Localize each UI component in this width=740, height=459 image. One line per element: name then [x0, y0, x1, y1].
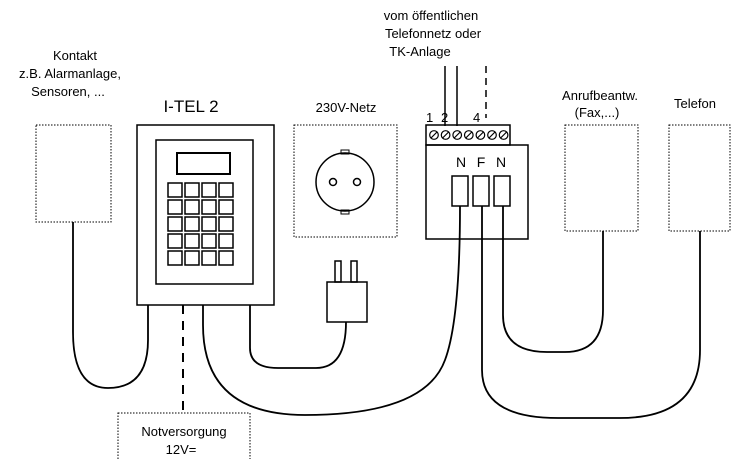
- itel2-device: I-TEL 2: [136, 97, 275, 306]
- terminal-screw-slot: [465, 131, 473, 139]
- outlet-hole-left: [328, 177, 338, 187]
- emergency-supply-label-line1: Notversorgung: [141, 424, 226, 439]
- cables: [72, 205, 701, 419]
- plug-pin-left: [334, 260, 342, 283]
- power-plug: [326, 260, 368, 323]
- contact-sensor: Kontakt z.B. Alarmanlage, Sensoren, ...: [19, 48, 121, 223]
- keypad-key: [218, 216, 234, 232]
- answering-machine-box: [564, 124, 639, 232]
- plug-body: [326, 281, 368, 323]
- keypad-key: [184, 250, 200, 266]
- terminal-screw: [429, 130, 439, 140]
- mains-label: 230V-Netz: [316, 100, 377, 115]
- contact-label-line1: Kontakt: [53, 48, 97, 63]
- device-display: [176, 152, 231, 175]
- terminal-screw: [440, 130, 451, 140]
- terminal-screw: [475, 130, 486, 140]
- emergency-supply: Notversorgung 12V=: [117, 412, 251, 459]
- outlet-face: [315, 152, 375, 212]
- keypad-key: [184, 199, 200, 215]
- contact-box: [35, 124, 112, 223]
- keypad-key: [201, 199, 217, 215]
- keypad-key: [184, 233, 200, 249]
- socket-label-n-left: N: [456, 154, 466, 170]
- outlet-earth-clip-top: [340, 149, 350, 155]
- keypad-key: [218, 199, 234, 215]
- telephone-box: [668, 124, 731, 232]
- keypad-key: [218, 233, 234, 249]
- terminal-screw-slot: [430, 131, 438, 139]
- keypad-key: [184, 216, 200, 232]
- network-label-line2: Telefonnetz oder: [385, 26, 482, 41]
- socket-label-f: F: [477, 154, 486, 170]
- keypad-key: [167, 250, 183, 266]
- cable-contact-to-itel: [72, 222, 149, 389]
- emergency-supply-box: [117, 412, 251, 459]
- mains-outlet-plate: [293, 124, 398, 238]
- mains-socket: 230V-Netz: [293, 100, 398, 238]
- terminal-screw: [487, 130, 497, 140]
- keypad-key: [167, 199, 183, 215]
- outlet-earth-clip-bottom: [340, 209, 350, 215]
- keypad-key: [201, 233, 217, 249]
- answering-machine: Anrufbeantw. (Fax,...): [562, 88, 639, 232]
- contact-label-line3: Sensoren, ...: [31, 84, 105, 99]
- keypad-key: [201, 182, 217, 198]
- outlet-hole-right: [352, 177, 362, 187]
- terminal-number-2: 2: [441, 110, 448, 125]
- answering-machine-label-line2: (Fax,...): [575, 105, 620, 120]
- cable-tae-f-to-telephone: [481, 206, 701, 419]
- socket-label-n-right: N: [496, 154, 506, 170]
- keypad-key: [218, 250, 234, 266]
- terminal-screw-slot: [442, 131, 450, 139]
- device-housing: [136, 124, 275, 306]
- keypad-key: [167, 216, 183, 232]
- keypad-key: [218, 182, 234, 198]
- terminal-screw-slot: [488, 131, 496, 139]
- terminal-screw-slot: [476, 131, 484, 139]
- keypad-key: [201, 250, 217, 266]
- keypad-key: [167, 233, 183, 249]
- terminal-screws: [429, 130, 509, 140]
- tae-plug-n-left: [451, 175, 469, 207]
- answering-machine-label-line1: Anrufbeantw.: [562, 88, 638, 103]
- plug-pin-right: [350, 260, 358, 283]
- terminal-number-1: 1: [426, 110, 433, 125]
- terminal-number-4: 4: [473, 110, 480, 125]
- keypad-key: [201, 216, 217, 232]
- device-title: I-TEL 2: [163, 97, 218, 116]
- cable-itel-to-plug: [249, 305, 347, 369]
- device-keypad: [167, 182, 234, 266]
- terminal-screw-slot: [500, 131, 508, 139]
- tae-plug-f: [472, 175, 490, 207]
- terminal-screw-slot: [453, 131, 461, 139]
- tae-socket-block: [425, 144, 529, 240]
- cable-tae-n-to-answering-machine: [502, 206, 604, 353]
- telephone: Telefon: [668, 96, 731, 232]
- tae-plug-n-right: [493, 175, 511, 207]
- telephone-label: Telefon: [674, 96, 716, 111]
- terminal-screw: [452, 130, 463, 140]
- emergency-supply-label-line2: 12V=: [166, 442, 197, 457]
- keypad-key: [167, 182, 183, 198]
- cable-itel-to-tae-n: [202, 205, 461, 416]
- network-label-line1: vom öffentlichen: [384, 8, 478, 23]
- network-label-line3: TK-Anlage: [389, 44, 450, 59]
- terminal-screw: [498, 130, 509, 140]
- keypad-key: [184, 182, 200, 198]
- contact-label-line2: z.B. Alarmanlage,: [19, 66, 121, 81]
- terminal-screw: [463, 130, 474, 140]
- device-front-panel: [155, 139, 254, 285]
- phone-network-connection: vom öffentlichen Telefonnetz oder TK-Anl…: [384, 8, 529, 240]
